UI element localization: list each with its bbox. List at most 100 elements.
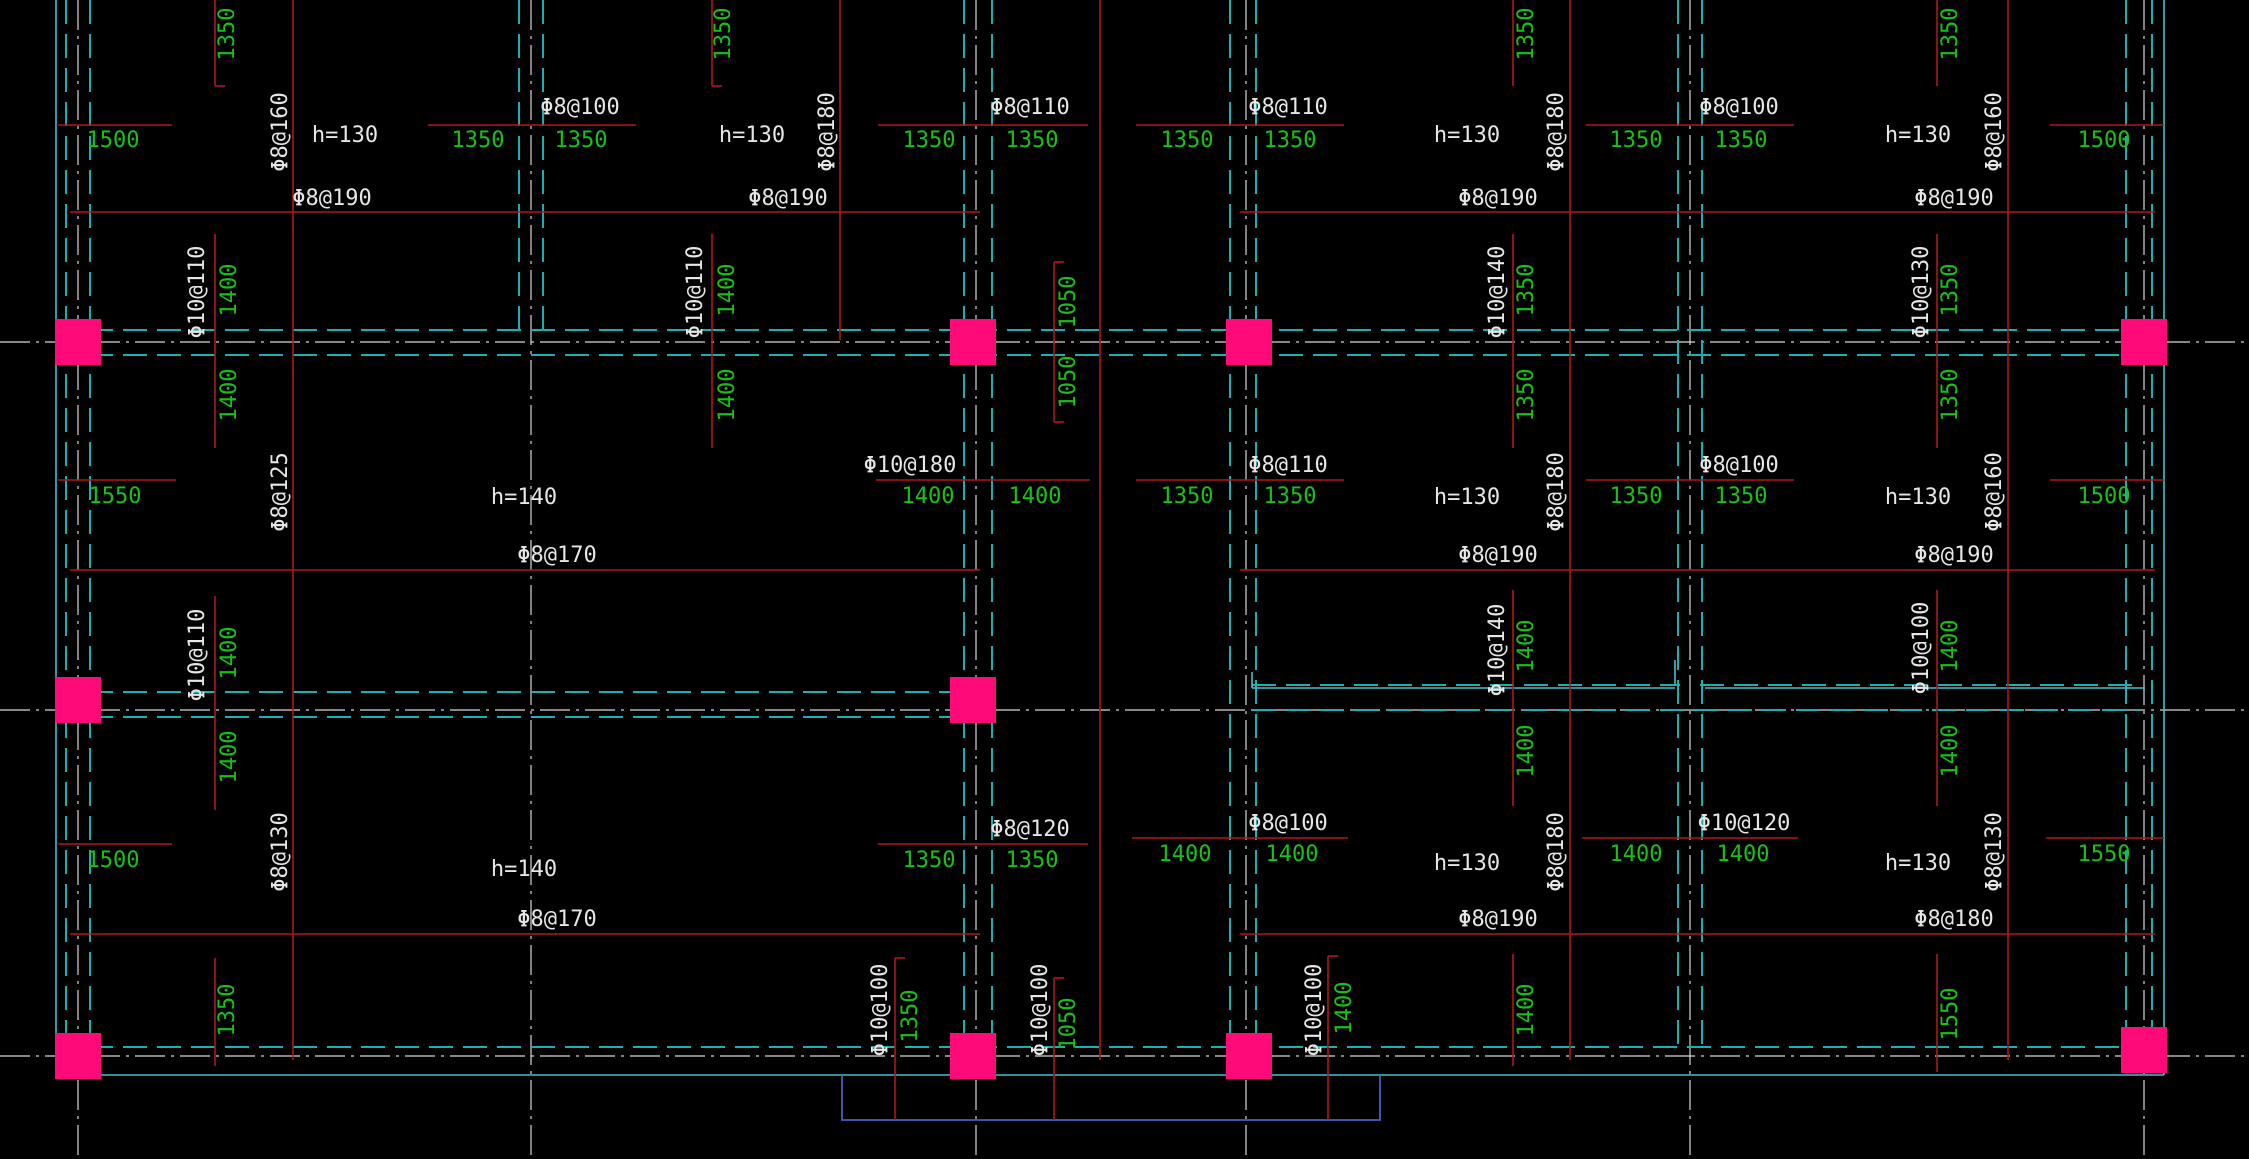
dimension-label-12: 1400 — [1009, 484, 1062, 509]
dimension-label-vertical-17: 1400 — [217, 731, 242, 784]
dimension-label-vertical-7: 1350 — [1514, 264, 1539, 317]
dimension-label-9: 1500 — [2078, 128, 2131, 153]
dimension-label-vertical-8: 1350 — [1938, 264, 1963, 317]
dimension-label-vertical-24: 1400 — [1514, 984, 1539, 1037]
dimension-label-1: 1350 — [452, 128, 505, 153]
dimension-label-vertical-12: 1350 — [1514, 369, 1539, 422]
rebar-label-17: h=130 — [1885, 485, 1951, 510]
dimension-label-vertical-14: 1400 — [217, 627, 242, 680]
dimension-label-21: 1400 — [1159, 842, 1212, 867]
dimension-label-6: 1350 — [1264, 128, 1317, 153]
rebar-label-29: Φ8@180 — [1914, 907, 1993, 932]
rebar-label-15: h=140 — [491, 485, 557, 510]
column-2 — [1226, 319, 1272, 365]
rebar-label-7: h=130 — [1885, 123, 1951, 148]
dimension-label-vertical-18: 1400 — [1514, 725, 1539, 778]
dimension-label-vertical-21: 1350 — [898, 990, 923, 1043]
dimension-label-18: 1500 — [87, 848, 140, 873]
rebar-label-23: Φ10@120 — [1698, 811, 1791, 836]
dimension-label-10: 1550 — [89, 484, 142, 509]
rebar-label-vertical-3: Φ8@160 — [1982, 92, 2007, 171]
rebar-label-2: h=130 — [719, 123, 785, 148]
rebar-label-vertical-12: Φ10@140 — [1485, 604, 1510, 697]
rebar-label-vertical-15: Φ8@180 — [1544, 812, 1569, 891]
dimension-label-vertical-20: 1350 — [215, 984, 240, 1037]
dimension-label-vertical-1: 1350 — [711, 8, 736, 61]
beam-lines — [55, 0, 2160, 1060]
rebar-label-8: Φ8@190 — [292, 186, 371, 211]
rebar-label-vertical-8: Φ8@125 — [268, 452, 293, 531]
rebar-label-vertical-19: Φ10@100 — [1302, 964, 1327, 1057]
column-9 — [2121, 1027, 2167, 1073]
dimension-label-15: 1350 — [1610, 484, 1663, 509]
dimension-label-vertical-0: 1350 — [215, 8, 240, 61]
dimension-label-vertical-23: 1400 — [1332, 982, 1357, 1035]
rebar-label-vertical-2: Φ8@180 — [1544, 92, 1569, 171]
dimension-label-17: 1500 — [2078, 484, 2131, 509]
dimension-label-vertical-2: 1350 — [1514, 8, 1539, 61]
dimension-label-vertical-13: 1350 — [1938, 369, 1963, 422]
rebar-label-vertical-1: Φ8@180 — [815, 92, 840, 171]
rebar-label-4: Φ8@110 — [1248, 95, 1327, 120]
dimension-label-vertical-10: 1400 — [715, 369, 740, 422]
dimension-label-vertical-16: 1400 — [1938, 620, 1963, 673]
rebar-label-10: Φ8@190 — [1458, 186, 1537, 211]
dimension-label-11: 1400 — [902, 484, 955, 509]
rebar-label-vertical-9: Φ8@180 — [1544, 452, 1569, 531]
rebar-label-25: h=130 — [1434, 851, 1500, 876]
rebar-label-20: Φ8@190 — [1914, 543, 1993, 568]
dimension-label-2: 1350 — [555, 128, 608, 153]
column-5 — [950, 677, 996, 723]
rebar-label-vertical-11: Φ10@110 — [185, 609, 210, 702]
column-4 — [55, 677, 101, 723]
dimension-label-5: 1350 — [1161, 128, 1214, 153]
column-1 — [950, 319, 996, 365]
dimension-label-vertical-3: 1350 — [1938, 8, 1963, 61]
rebar-label-18: Φ8@170 — [517, 543, 596, 568]
bottom-outline — [841, 1075, 1381, 1121]
column-0 — [55, 319, 101, 365]
rebar-label-vertical-10: Φ8@160 — [1982, 452, 2007, 531]
rebar-label-vertical-16: Φ8@130 — [1982, 812, 2007, 891]
dimension-label-16: 1350 — [1715, 484, 1768, 509]
rebar-label-16: h=130 — [1434, 485, 1500, 510]
dimension-label-vertical-5: 1400 — [715, 264, 740, 317]
dimension-label-vertical-4: 1400 — [217, 264, 242, 317]
rebar-label-vertical-0: Φ8@160 — [268, 92, 293, 171]
rebar-label-14: Φ8@100 — [1699, 453, 1778, 478]
columns — [55, 319, 2167, 1079]
rebar-label-vertical-7: Φ10@130 — [1909, 246, 1934, 339]
column-7 — [950, 1033, 996, 1079]
rebar-label-28: Φ8@190 — [1458, 907, 1537, 932]
rebar-label-vertical-17: Φ10@100 — [868, 964, 893, 1057]
dimension-label-3: 1350 — [903, 128, 956, 153]
rebar-label-vertical-5: Φ10@110 — [683, 246, 708, 339]
dimension-label-13: 1350 — [1161, 484, 1214, 509]
dimension-label-14: 1350 — [1264, 484, 1317, 509]
dimension-label-8: 1350 — [1715, 128, 1768, 153]
rebar-lines — [58, 0, 2164, 1120]
dimension-label-vertical-9: 1400 — [217, 369, 242, 422]
rebar-label-vertical-14: Φ8@130 — [268, 812, 293, 891]
dimension-label-0: 1500 — [87, 128, 140, 153]
dimension-label-23: 1400 — [1610, 842, 1663, 867]
dimension-label-vertical-15: 1400 — [1514, 620, 1539, 673]
dimension-label-25: 1550 — [2078, 842, 2131, 867]
column-8 — [1226, 1033, 1272, 1079]
rebar-label-9: Φ8@190 — [748, 186, 827, 211]
dimension-label-vertical-25: 1550 — [1938, 988, 1963, 1041]
dimension-label-19: 1350 — [903, 848, 956, 873]
column-6 — [55, 1033, 101, 1079]
dimension-label-4: 1350 — [1006, 128, 1059, 153]
rebar-label-12: Φ10@180 — [864, 453, 957, 478]
rebar-label-11: Φ8@190 — [1914, 186, 1993, 211]
rebar-label-22: Φ8@100 — [1248, 811, 1327, 836]
rebar-label-0: h=130 — [312, 123, 378, 148]
rebar-label-6: Φ8@100 — [1699, 95, 1778, 120]
dimension-label-20: 1350 — [1006, 848, 1059, 873]
rebar-label-19: Φ8@190 — [1458, 543, 1537, 568]
rebar-label-26: h=130 — [1885, 851, 1951, 876]
